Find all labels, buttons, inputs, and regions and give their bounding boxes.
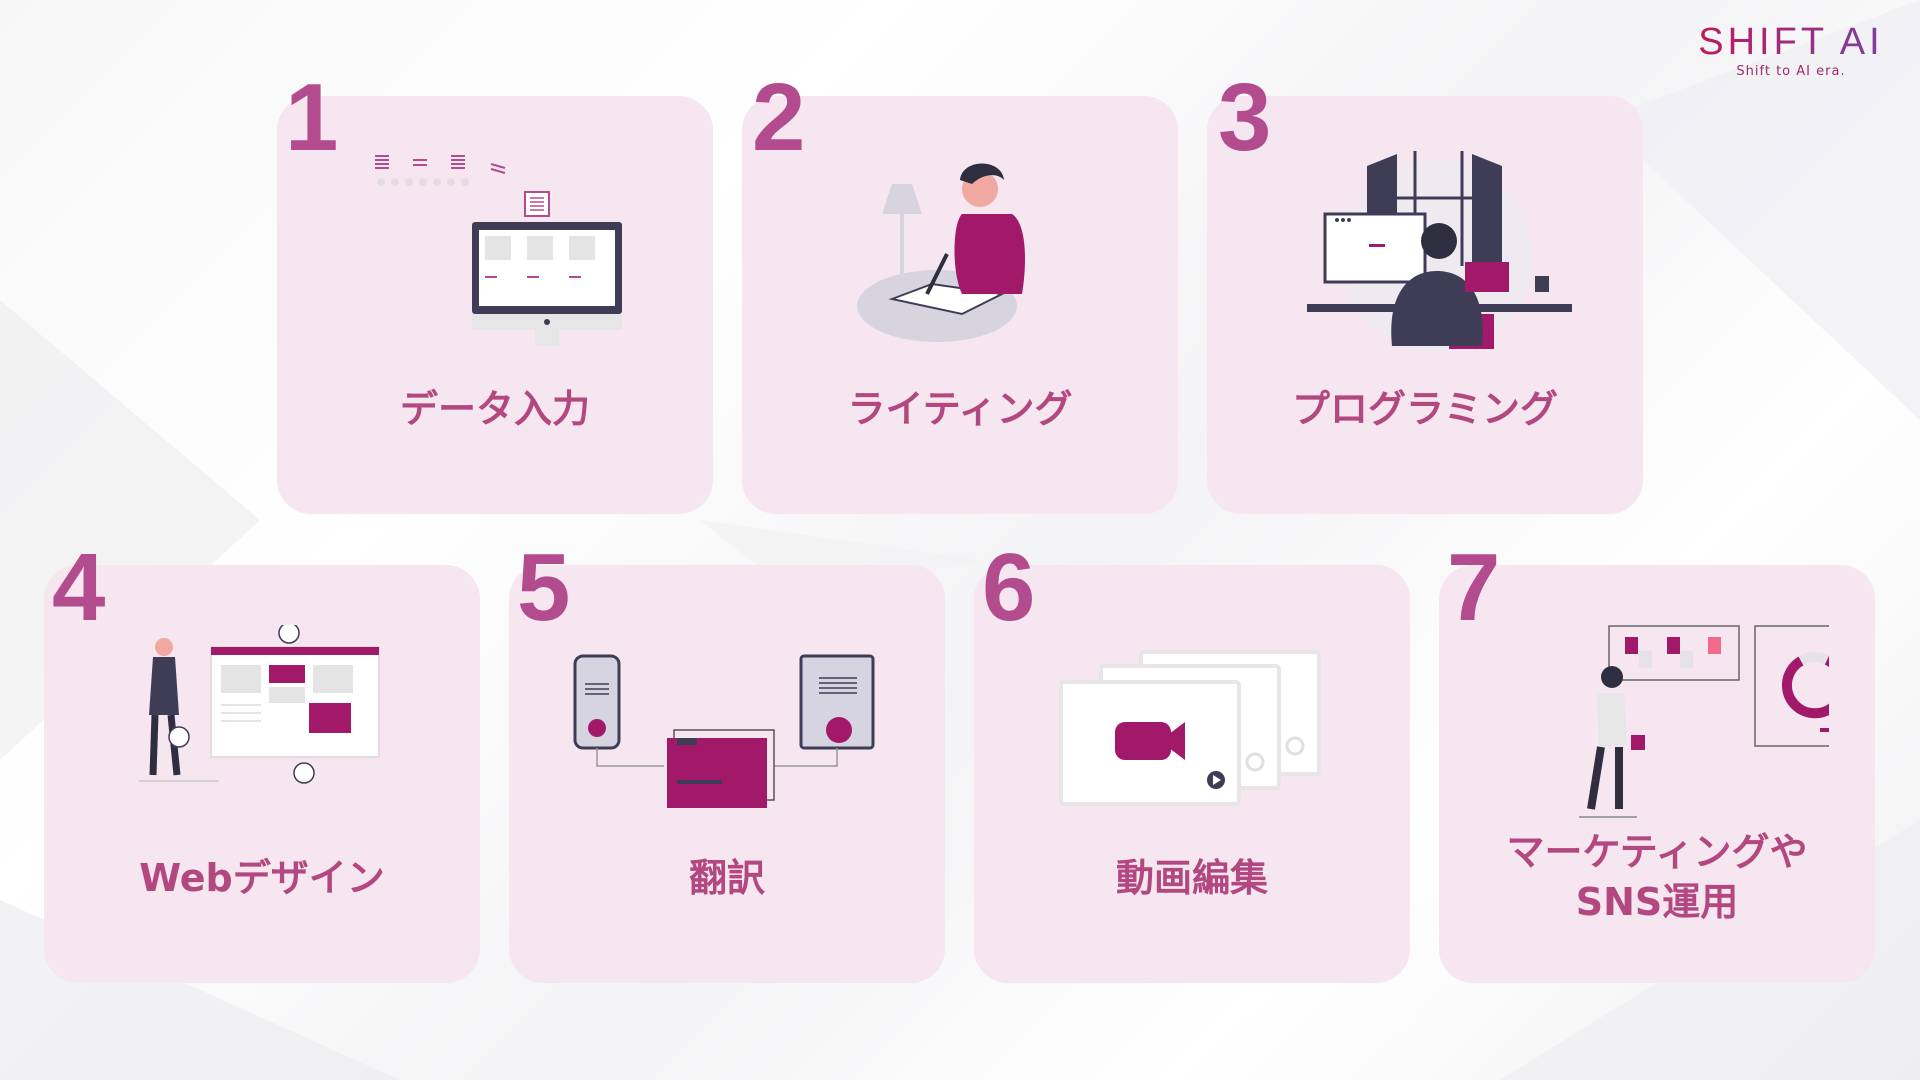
card-label-line1: マーケティングや [1506, 830, 1808, 874]
card-label: プログラミング [1291, 387, 1558, 431]
card-label: ライティング [847, 387, 1073, 431]
card-programming: プログラミング [1207, 96, 1643, 514]
card-marketing-sns: マーケティングや SNS運用 [1439, 565, 1875, 983]
computer-data-entry-illustration [375, 155, 622, 346]
card-label: マーケティングや SNS運用 [1439, 827, 1875, 927]
person-writing-illustration [857, 163, 1025, 342]
card-number: 5 [517, 534, 571, 641]
card-number: 4 [52, 534, 106, 641]
card-writing: ライティング [742, 96, 1178, 514]
video-frames-illustration [1059, 650, 1321, 806]
web-design-layout-illustration [139, 625, 380, 784]
card-label-line2: SNS運用 [1575, 880, 1739, 924]
card-number: 3 [1218, 64, 1272, 171]
marketing-analytics-illustration [1579, 625, 1829, 818]
card-number: 1 [285, 64, 339, 171]
card-video-editing: 動画編集 [974, 565, 1410, 983]
shift-ai-logo: SHIFT AI Shift to AI era. [1696, 22, 1886, 79]
card-label: Webデザイン [139, 856, 385, 900]
logo-tagline: Shift to AI era. [1736, 64, 1846, 79]
card-number: 7 [1447, 534, 1501, 641]
card-label: データ入力 [399, 387, 590, 431]
card-label: 翻訳 [688, 856, 765, 900]
devices-translation-illustration [573, 654, 875, 808]
card-translation: 翻訳 [509, 565, 945, 983]
card-data-entry: データ入力 [277, 96, 713, 514]
card-number: 2 [752, 64, 806, 171]
card-web-design: Webデザイン [44, 565, 480, 983]
logo-wordmark: SHIFT AI [1696, 22, 1886, 62]
programmer-at-desk-illustration [1307, 151, 1572, 351]
card-number: 6 [982, 534, 1036, 641]
card-label: 動画編集 [1115, 856, 1268, 900]
